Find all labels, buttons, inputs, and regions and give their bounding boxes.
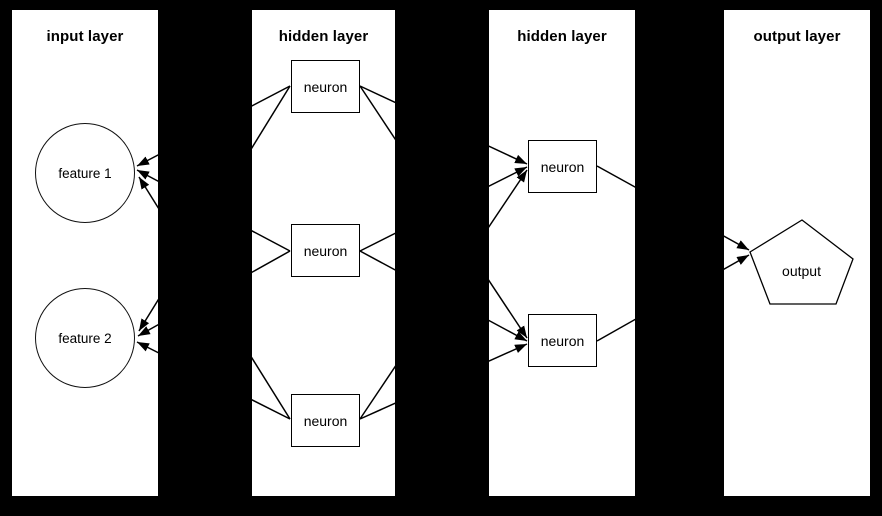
node-label-hidden1-neuron-3: neuron bbox=[303, 412, 348, 429]
pentagon-shape-icon bbox=[749, 219, 854, 305]
panel-title-hidden-layer-2: hidden layer bbox=[517, 28, 607, 45]
node-hidden2-neuron-1[interactable]: neuron bbox=[528, 140, 597, 193]
gap-mask-2 bbox=[395, 0, 489, 516]
gap-mask-left bbox=[0, 0, 12, 516]
node-hidden1-neuron-3[interactable]: neuron bbox=[291, 394, 360, 447]
node-label-output: output bbox=[782, 263, 821, 279]
panel-title-output-layer: output layer bbox=[753, 28, 841, 45]
gap-mask-1 bbox=[158, 0, 252, 516]
node-label-feature-1: feature 1 bbox=[58, 165, 112, 181]
node-output[interactable]: output bbox=[749, 219, 854, 307]
node-hidden2-neuron-2[interactable]: neuron bbox=[528, 314, 597, 367]
gap-mask-bottom bbox=[0, 496, 882, 516]
node-hidden1-neuron-2[interactable]: neuron bbox=[291, 224, 360, 277]
node-feature-2[interactable]: feature 2 bbox=[35, 288, 135, 388]
node-label-feature-2: feature 2 bbox=[58, 330, 112, 346]
gap-mask-top bbox=[0, 0, 882, 10]
node-feature-1[interactable]: feature 1 bbox=[35, 123, 135, 223]
gap-mask-right bbox=[870, 0, 882, 516]
panel-hidden-layer-2: hidden layer bbox=[489, 10, 635, 496]
node-hidden1-neuron-1[interactable]: neuron bbox=[291, 60, 360, 113]
panel-input-layer: input layer bbox=[12, 10, 158, 496]
node-label-hidden1-neuron-1: neuron bbox=[303, 78, 348, 95]
gap-mask-3 bbox=[635, 0, 724, 516]
panel-title-hidden-layer-1: hidden layer bbox=[278, 28, 369, 45]
node-label-hidden2-neuron-1: neuron bbox=[540, 158, 585, 175]
panel-title-input-layer: input layer bbox=[46, 28, 124, 45]
node-label-hidden2-neuron-2: neuron bbox=[540, 332, 585, 349]
node-label-hidden1-neuron-2: neuron bbox=[303, 242, 348, 259]
